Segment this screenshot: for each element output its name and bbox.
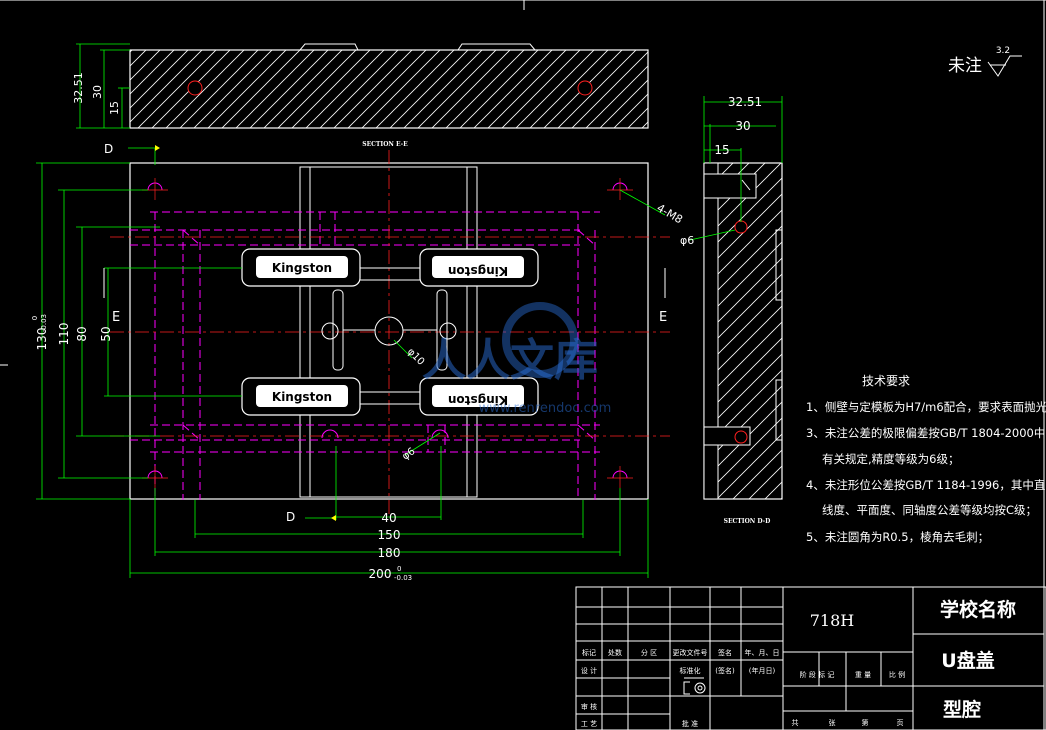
section-d-label: SECTION D-D [724, 518, 771, 525]
row-review: 审 核 [581, 702, 597, 711]
requirement-4-cont: 线度、平面度、同轴度公差等级均按C级； [822, 503, 1037, 517]
side-dim-30: 30 [735, 119, 750, 133]
label-4-m8: 4-M8 [655, 201, 685, 226]
usb-label-2: Kingston [448, 264, 508, 278]
usb-label-3: Kingston [272, 390, 332, 404]
requirement-3: 3、未注公差的极限偏差按GB/T 1804-2000中 [806, 426, 1045, 440]
dim-200: 200 [369, 567, 392, 581]
cut-label-d-top: D [104, 142, 113, 156]
requirements-title: 技术要求 [862, 374, 910, 388]
usb-cavity-1 [241, 248, 361, 287]
row-process: 工 艺 [581, 720, 597, 728]
row-standard: 标准化 [680, 666, 701, 675]
usb-cavity-2 [419, 248, 539, 287]
watermark-subtext: www.renrendoc.com [479, 401, 612, 416]
roughness-symbol [987, 55, 1022, 77]
cut-label-e-right: E [659, 310, 667, 325]
sheet-unit-1: 张 [829, 718, 836, 727]
cut-label-d-bottom: D [286, 510, 295, 524]
usb-label-4: Kingston [448, 393, 508, 407]
side-dim-32-51: 32.51 [728, 95, 762, 109]
drawing-name: 型腔 [943, 698, 981, 721]
dim-130-tol-lower: -0.03 [40, 314, 48, 332]
side-hole-label: φ6 [680, 234, 694, 247]
requirement-3-cont: 有关规定,精度等级为6级； [822, 452, 959, 466]
watermark-text: 人人文库 [422, 335, 598, 386]
requirement-5: 5、未注圆角为R0.5，棱角去毛刺； [806, 530, 989, 544]
stage-scale: 比 例 [889, 670, 905, 679]
dim-50: 50 [99, 326, 113, 341]
top-dim-15: 15 [108, 101, 121, 115]
dim-130-tol-upper: 0 [31, 316, 39, 320]
cut-arrows [155, 145, 336, 521]
usb-cavity-4 [419, 377, 539, 416]
top-dim-30: 30 [91, 85, 104, 99]
sheet-index: 第 [862, 718, 869, 727]
side-section-view [689, 96, 783, 500]
dim-110: 110 [57, 323, 71, 346]
header-count: 处数 [608, 648, 622, 657]
row-signature: (签名) [715, 666, 735, 675]
sheet-total: 共 [792, 718, 799, 727]
top-dim-32-51: 32.51 [72, 72, 85, 104]
dim-200-tol-upper: 0 [397, 565, 401, 573]
title-block-grid [575, 586, 1046, 730]
header-zone: 分 区 [641, 648, 657, 657]
header-doc: 更改文件号 [673, 648, 708, 657]
header-mark: 标记 [582, 648, 596, 657]
header-sign: 签名 [718, 648, 732, 657]
row-approve: 批 准 [682, 719, 698, 728]
roughness-note: 未注 [948, 56, 982, 76]
dim-80: 80 [75, 326, 89, 341]
side-dim-15: 15 [714, 143, 729, 157]
row-design: 设 计 [581, 666, 597, 675]
dim-180: 180 [378, 546, 401, 560]
top-section-view [76, 43, 649, 129]
dim-40: 40 [381, 511, 396, 525]
roughness-value: 3.2 [996, 46, 1010, 56]
school-name: 学校名称 [940, 598, 1016, 621]
watermark-logo [502, 302, 578, 378]
requirement-4: 4、未注形位公差按GB/T 1184-1996，其中直 [806, 478, 1045, 492]
requirement-1: 1、侧壁与定模板为H7/m6配合，要求表面抛光处理； [806, 400, 1046, 414]
section-e-label: SECTION E-E [362, 141, 408, 148]
plan-dimensions [36, 147, 666, 578]
material-label: 718H [810, 611, 855, 630]
part-name: U盘盖 [941, 649, 994, 672]
sheet-page: 页 [897, 719, 904, 727]
usb-label-1: Kingston [272, 261, 332, 275]
cut-lines [103, 268, 666, 298]
dim-130: 130 [35, 328, 49, 351]
dim-200-tol-lower: -0.03 [394, 574, 412, 582]
dim-150: 150 [378, 528, 401, 542]
usb-cavity-3 [241, 377, 361, 416]
row-date: (年月日) [749, 666, 776, 675]
stage-mark: 阶 段 标 记 [800, 670, 835, 679]
cut-label-e-left: E [112, 310, 120, 325]
header-date: 年、月、日 [745, 648, 780, 657]
plan-view [110, 150, 670, 515]
stage-weight: 重 量 [855, 671, 871, 679]
